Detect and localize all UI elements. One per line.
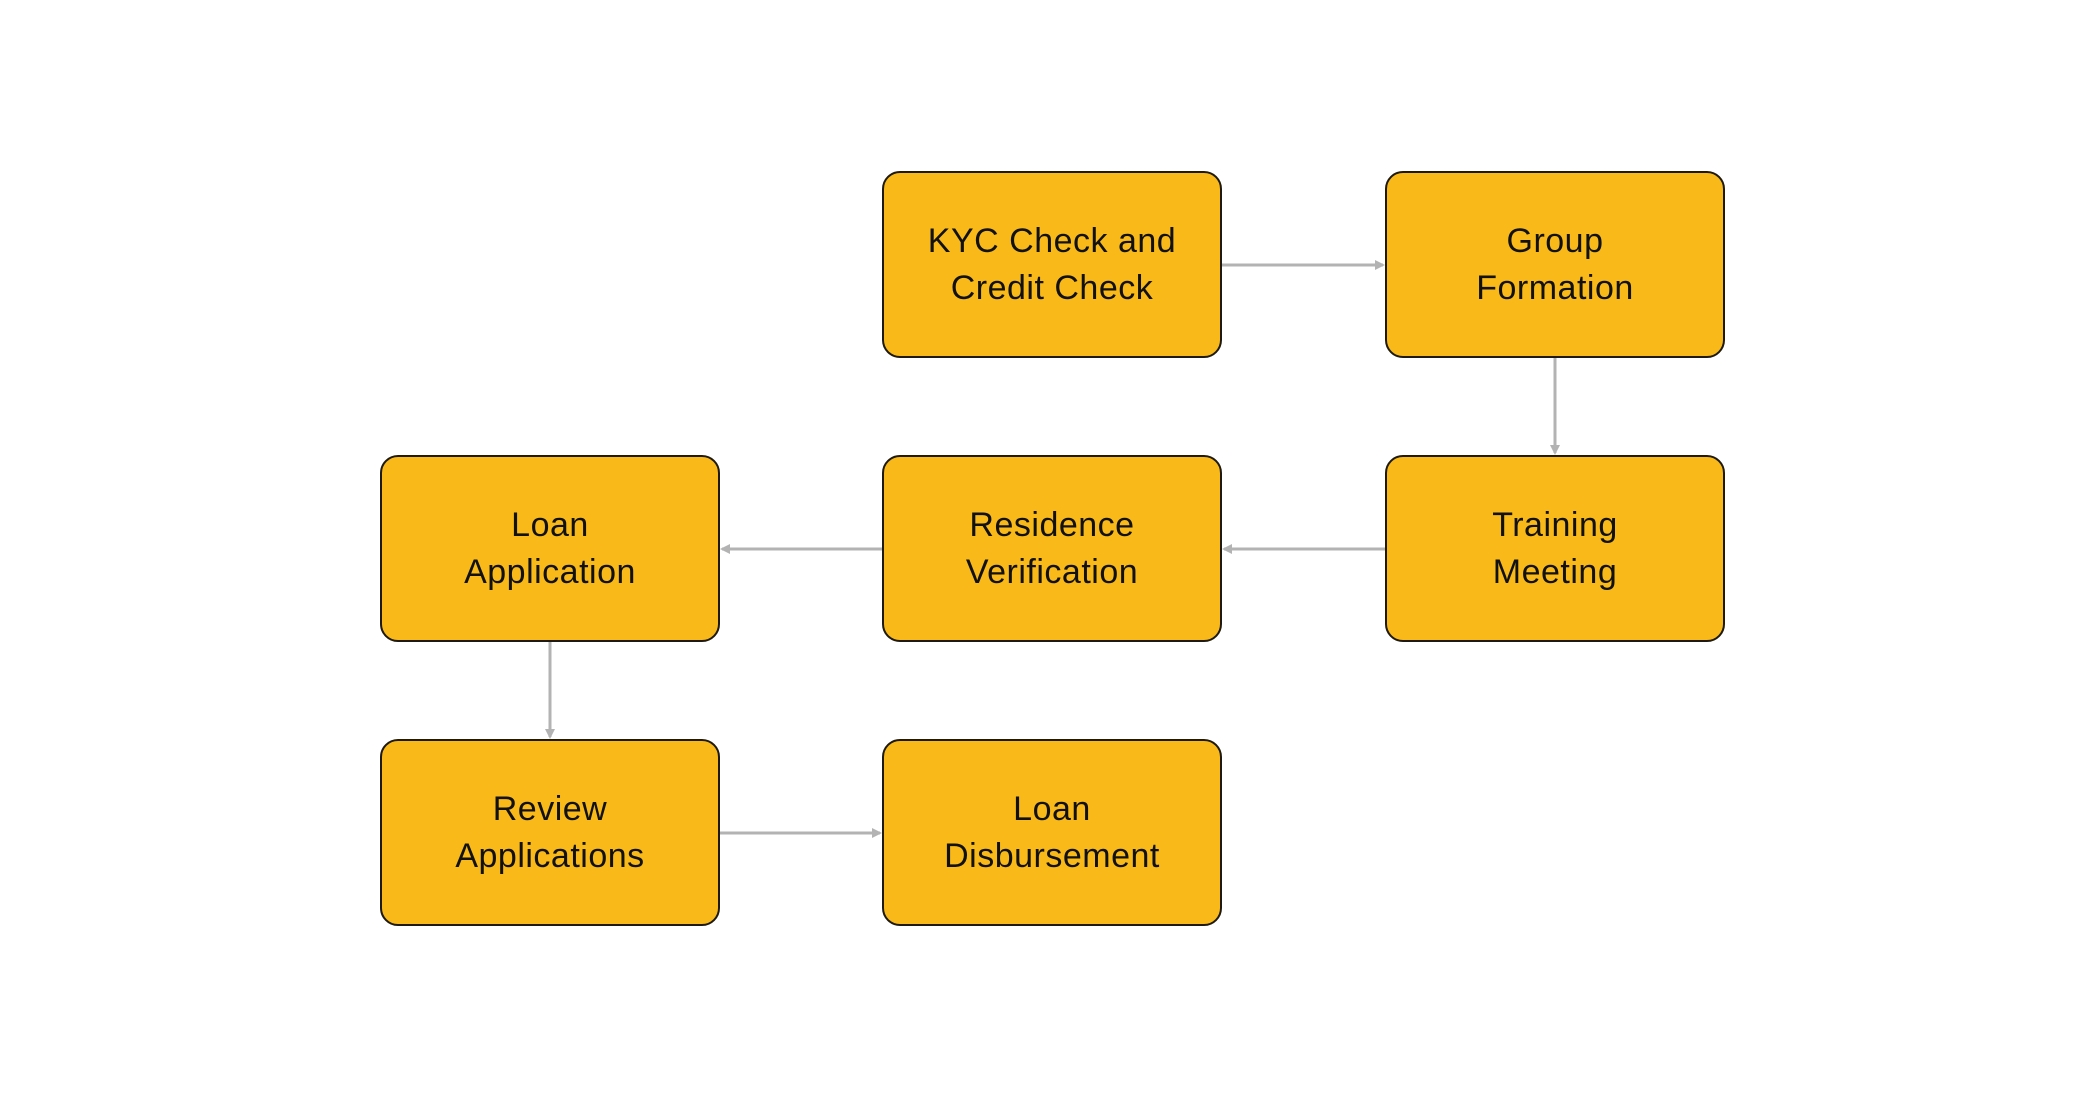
step-label: KYC Check and Credit Check	[927, 221, 1177, 307]
step-review-applications: Review Applications	[380, 739, 720, 926]
step-loan-application: Loan Application	[380, 455, 720, 642]
step-label: Loan Application	[464, 505, 636, 591]
step-label: Loan Disbursement	[944, 789, 1160, 875]
step-label: Review Applications	[455, 789, 645, 875]
step-residence-verification: Residence Verification	[882, 455, 1222, 642]
step-kyc-credit-check: KYC Check and Credit Check	[882, 171, 1222, 358]
step-training-meeting: Training Meeting	[1385, 455, 1725, 642]
step-group-formation: Group Formation	[1385, 171, 1725, 358]
step-label: Residence Verification	[965, 505, 1139, 591]
step-label: Group Formation	[1476, 221, 1634, 307]
step-label: Training Meeting	[1492, 505, 1618, 591]
step-loan-disbursement: Loan Disbursement	[882, 739, 1222, 926]
